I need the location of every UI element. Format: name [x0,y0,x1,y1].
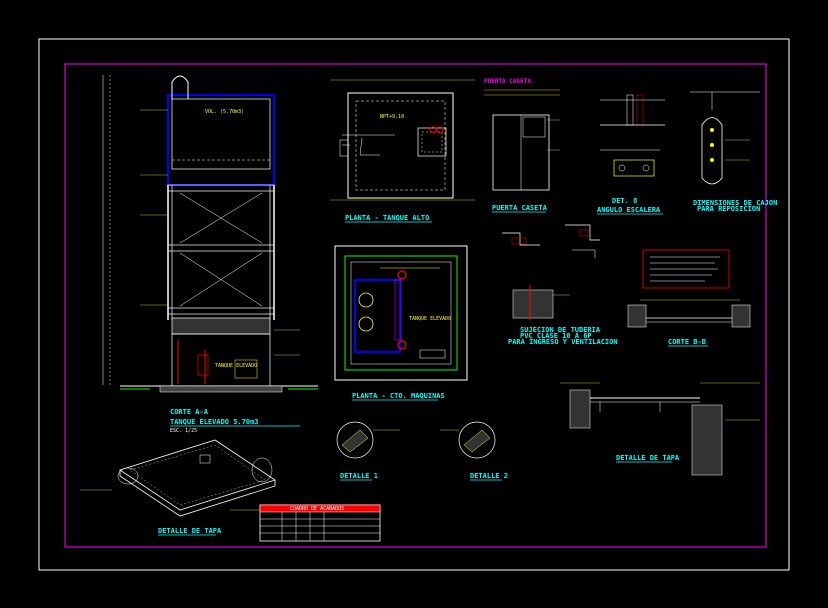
tanque-elevado-label: TANQUE ELEVADO [215,363,257,369]
dimensiones-cajon [690,91,760,185]
uniones-title-1: SUJECION DE TUBERIA [520,326,601,334]
planta-cto-title: PLANTA - CTO. MAQUINAS [352,392,445,400]
det-angulo-title-1: DET. 8 [612,197,637,205]
detalle-2-title: DETALLE 2 [470,472,508,480]
puerta-caseta-title: PUERTA CASETA [492,204,548,212]
detalle-tapa-left-title: DETALLE DE TAPA [158,527,222,535]
detalle-tapa-left [80,439,276,517]
detalle-tapa-right [560,382,760,476]
uniones-title-2: PVC CLASE 10 A 6P [520,332,592,340]
det-angulo-title-2: ANGULO ESCALERA [597,206,661,214]
title-block-icon [259,504,381,542]
det-angulo-escalera [600,94,665,177]
vol-label: VOL. (5.70m3) [205,109,244,115]
dimensiones-title-1: DIMENSIONES DE CAJON [693,199,777,207]
detalle-1-title: DETALLE 1 [340,472,378,480]
planta-tanque-tag: NPT+9.10 [380,114,404,120]
outer-frame [38,38,790,571]
puerta-caseta-detail [484,89,560,191]
corte-bb-title: CORTE B-B [668,338,706,346]
corte-aa-title: CORTE A-A [170,408,209,416]
puerta-caseta-top-title: PUERTA CASETA [484,78,531,85]
corte-aa-subtitle: TANQUE ELEVADO 5.70m3 [170,418,259,426]
corte-aa-section [102,75,318,393]
planta-cto-maquinas [334,245,468,381]
planta-tanque-title: PLANTA - TANQUE ALTO [345,214,429,222]
uniones-tuberia [512,285,570,320]
detalle-2-drawing [440,421,496,459]
uniones-title-3: PARA INGRESO Y VENTILACION [508,338,618,346]
dimensiones-title-2: PARA REPOSICION [697,205,760,213]
notes-box [642,249,730,289]
cuadro-title: CUADRO DE ACABADOS [290,506,344,512]
small-details [502,224,600,258]
detalle-tapa-right-title: DETALLE DE TAPA [616,454,680,462]
detalle-1-drawing [336,421,400,459]
inner-frame [64,63,767,548]
cto-tanque-label: TANQUE ELEVADO [409,316,451,322]
notes-lines [650,256,720,282]
corte-aa-scale: ESC. 1/25 [170,428,197,434]
planta-tanque-alto [330,79,475,201]
corte-bb [627,299,751,328]
